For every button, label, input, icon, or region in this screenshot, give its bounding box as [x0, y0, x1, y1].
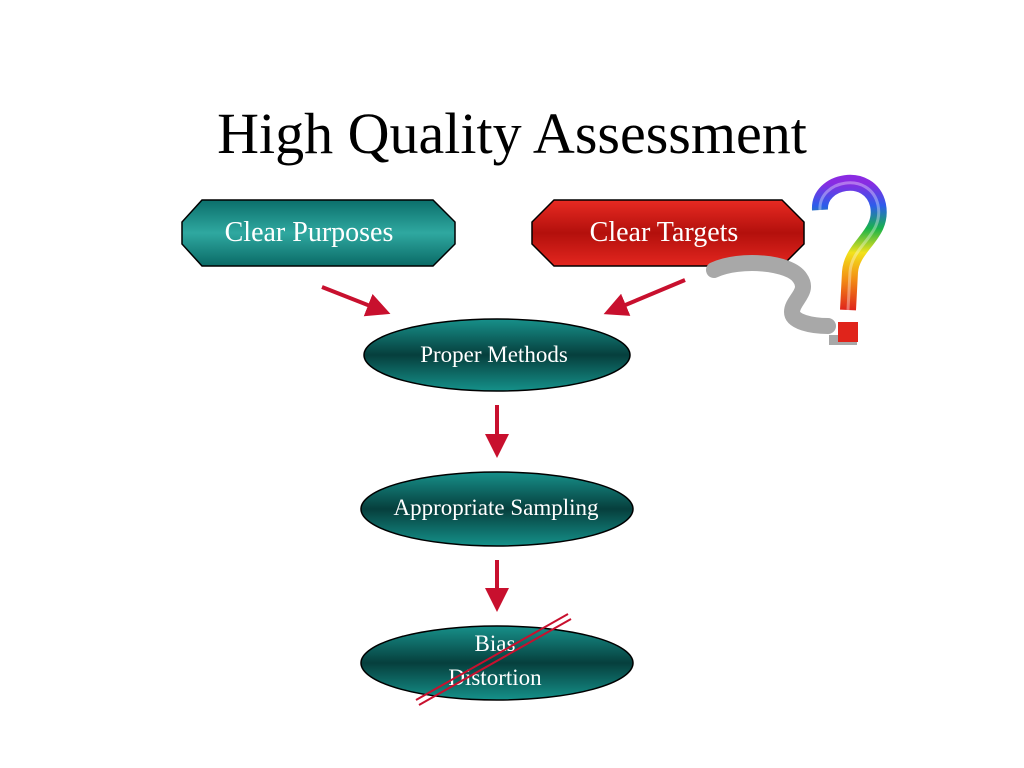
- crossed-out-strike-icon: [415, 613, 572, 706]
- distortion-label: Distortion: [448, 665, 542, 690]
- slide-title: High Quality Assessment: [217, 101, 807, 166]
- arrow-purposes-to-methods: [321, 285, 391, 317]
- bias-distortion-node: Bias Distortion: [360, 625, 634, 701]
- proper-methods-node: Proper Methods: [363, 318, 631, 392]
- clear-purposes-box: Clear Purposes: [181, 199, 456, 267]
- rainbow-question-mark-icon: [706, 174, 887, 345]
- appropriate-sampling-node: Appropriate Sampling: [360, 471, 634, 547]
- arrow-targets-to-methods: [603, 278, 686, 316]
- bias-label: Bias: [475, 631, 516, 656]
- clear-purposes-label: Clear Purposes: [225, 217, 394, 248]
- clear-targets-label: Clear Targets: [590, 217, 739, 248]
- proper-methods-label: Proper Methods: [420, 342, 568, 367]
- clear-targets-box: Clear Targets: [531, 199, 805, 267]
- appropriate-sampling-label: Appropriate Sampling: [393, 495, 599, 520]
